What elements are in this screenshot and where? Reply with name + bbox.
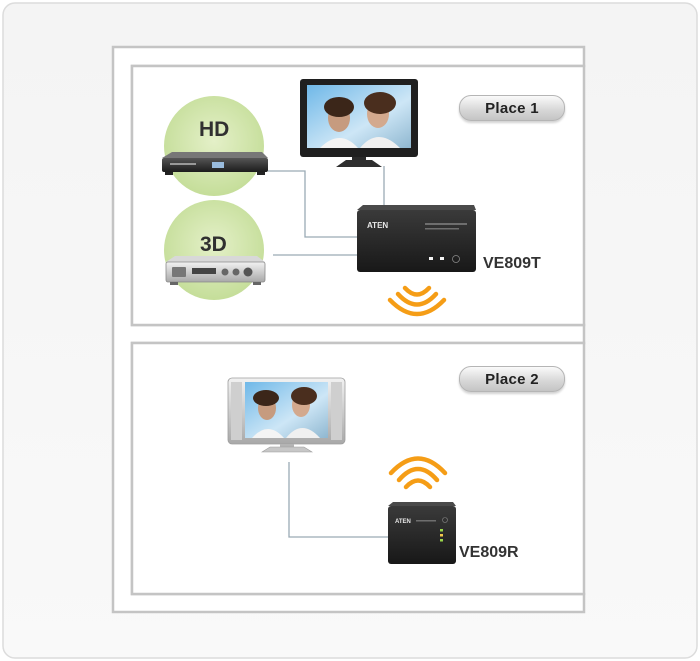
- place1-tv: [300, 79, 418, 167]
- receiver-device: ATEN: [388, 502, 456, 564]
- place1-label: Place 1: [459, 95, 565, 121]
- hd-disc: [164, 96, 264, 196]
- 3d-player: [165, 256, 266, 285]
- place1-cables: [268, 166, 385, 256]
- transmitter-wireless-icon: [387, 285, 447, 317]
- receiver-wireless-icon: [388, 456, 448, 490]
- transmitter-device: ATEN: [357, 205, 476, 272]
- hd-source-label: HD: [199, 118, 230, 141]
- receiver-cable: [288, 462, 388, 538]
- transmitter-model-label: VE809T: [483, 255, 541, 272]
- receiver-model-label: VE809R: [459, 544, 519, 561]
- hd-cable: [268, 170, 357, 238]
- hd-player: [162, 152, 268, 175]
- place2-tv: [227, 377, 346, 453]
- 3d-source-label: 3D: [200, 233, 227, 256]
- transmitter-brand: ATEN: [367, 221, 388, 230]
- place2-label: Place 2: [459, 366, 565, 392]
- receiver-brand: ATEN: [395, 519, 411, 525]
